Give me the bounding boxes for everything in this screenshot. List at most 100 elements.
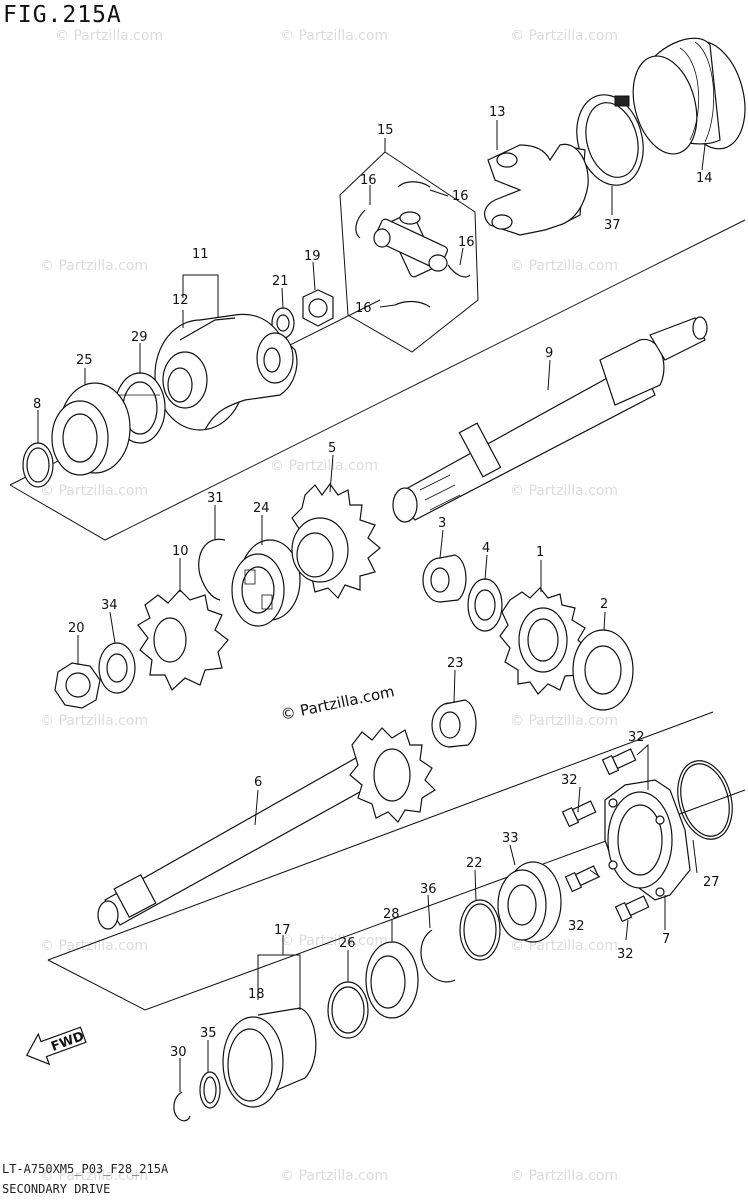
callout-1: 1 [536, 545, 544, 560]
callout-16: 16 [360, 173, 377, 188]
callout-16: 16 [452, 189, 469, 204]
callout-24: 24 [253, 501, 270, 516]
callout-23: 23 [447, 656, 464, 671]
callout-26: 26 [339, 936, 356, 951]
callout-22: 22 [466, 856, 483, 871]
callout-15: 15 [377, 123, 394, 138]
callout-28: 28 [383, 907, 400, 922]
callout-32: 32 [561, 773, 578, 788]
callout-3: 3 [438, 516, 446, 531]
watermark-main: © Partzilla.com [279, 682, 396, 724]
callout-2: 2 [600, 597, 608, 612]
callout-5: 5 [328, 441, 336, 456]
callout-11: 11 [192, 247, 209, 262]
part-nut-20 [54, 662, 101, 709]
callout-20: 20 [68, 621, 85, 636]
callout-30: 30 [170, 1045, 187, 1060]
part-bearing-24 [231, 539, 301, 627]
callout-7: 7 [662, 932, 670, 947]
part-snap-ring-31 [198, 538, 226, 601]
watermark: © Partzilla.com [280, 1168, 388, 1184]
part-bearing-23 [431, 699, 477, 748]
fwd-direction-arrow: FWD [25, 1026, 87, 1066]
callout-25: 25 [76, 353, 93, 368]
watermark-layer: © Partzilla.com © Partzilla.com © Partzi… [40, 28, 618, 1184]
part-shaft-6 [97, 727, 436, 930]
callout-32: 32 [628, 730, 645, 745]
part-circlip-16 [355, 181, 471, 308]
callout-36: 36 [420, 882, 437, 897]
part-collar-3 [422, 554, 467, 603]
part-shim-2 [572, 629, 634, 711]
part-clip-30 [173, 1091, 191, 1122]
callout-16: 16 [355, 301, 372, 316]
callout-12: 12 [172, 293, 189, 308]
part-yoke-13 [483, 143, 589, 236]
part-bevel-gear-5 [291, 482, 381, 599]
watermark: © Partzilla.com [270, 458, 378, 474]
part-ring-22 [459, 899, 501, 961]
callout-4: 4 [482, 541, 490, 556]
callout-35: 35 [200, 1026, 217, 1041]
part-washer-34 [98, 642, 136, 694]
part-universal-joint-spider [373, 211, 448, 278]
watermark: © Partzilla.com [40, 938, 148, 954]
part-bearing-33 [497, 861, 562, 943]
part-gear-10 [137, 589, 229, 691]
part-shaft-9 [392, 316, 708, 523]
callout-29: 29 [131, 330, 148, 345]
callout-13: 13 [489, 105, 506, 120]
part-bearing-25 [51, 382, 131, 476]
callout-6: 6 [254, 775, 262, 790]
watermark: © Partzilla.com [510, 1168, 618, 1184]
group-frame-shaft-6 [47, 711, 746, 1011]
part-bolt-32 [561, 748, 650, 923]
callout-18: 18 [248, 987, 265, 1002]
callout-10: 10 [172, 544, 189, 559]
callout-14: 14 [696, 171, 713, 186]
callout-32: 32 [568, 919, 585, 934]
section-name: SECONDARY DRIVE [2, 1182, 111, 1196]
part-ring-26 [327, 981, 369, 1039]
callout-16: 16 [458, 235, 475, 250]
callout-37: 37 [604, 218, 621, 233]
figure-title: FIG.215A [3, 2, 122, 28]
part-seal-28 [365, 941, 419, 1019]
callout-27: 27 [703, 875, 720, 890]
watermark: © Partzilla.com [510, 28, 618, 44]
part-washer-21 [271, 307, 295, 339]
part-flange-yoke-11 [154, 313, 298, 431]
part-washer-4 [467, 578, 503, 632]
part-bearing-housing-7 [604, 779, 691, 901]
part-boot-14 [632, 37, 746, 155]
watermark: © Partzilla.com [40, 483, 148, 499]
watermark: © Partzilla.com [510, 483, 618, 499]
watermark: © Partzilla.com [40, 258, 148, 274]
watermark: © Partzilla.com [55, 28, 163, 44]
leader-lines [37, 120, 706, 1092]
callout-8: 8 [33, 397, 41, 412]
model-code: LT-A750XM5_P03_F28_215A [2, 1162, 169, 1176]
callout-19: 19 [304, 249, 321, 264]
part-ring-8 [22, 442, 54, 488]
part-boot-18 [222, 1007, 317, 1108]
part-clip-35 [199, 1071, 221, 1109]
callout-31: 31 [207, 491, 224, 506]
watermark: © Partzilla.com [40, 713, 148, 729]
part-snap-ring-36 [420, 929, 456, 983]
part-clamp-37 [576, 94, 644, 186]
callout-33: 33 [502, 831, 519, 846]
part-nut-19 [302, 289, 334, 327]
callout-34: 34 [101, 598, 118, 613]
watermark: © Partzilla.com [40, 1168, 148, 1184]
callout-32: 32 [617, 947, 634, 962]
watermark: © Partzilla.com [510, 258, 618, 274]
callout-21: 21 [272, 274, 289, 289]
watermark: © Partzilla.com [280, 28, 388, 44]
group-frame-universal-joint [339, 151, 479, 353]
watermark: © Partzilla.com [510, 713, 618, 729]
callout-9: 9 [545, 346, 553, 361]
callout-labels: 1 2 3 4 5 6 7 8 9 10 11 12 13 14 15 16 1… [33, 105, 720, 1060]
part-o-ring-27 [677, 760, 733, 840]
